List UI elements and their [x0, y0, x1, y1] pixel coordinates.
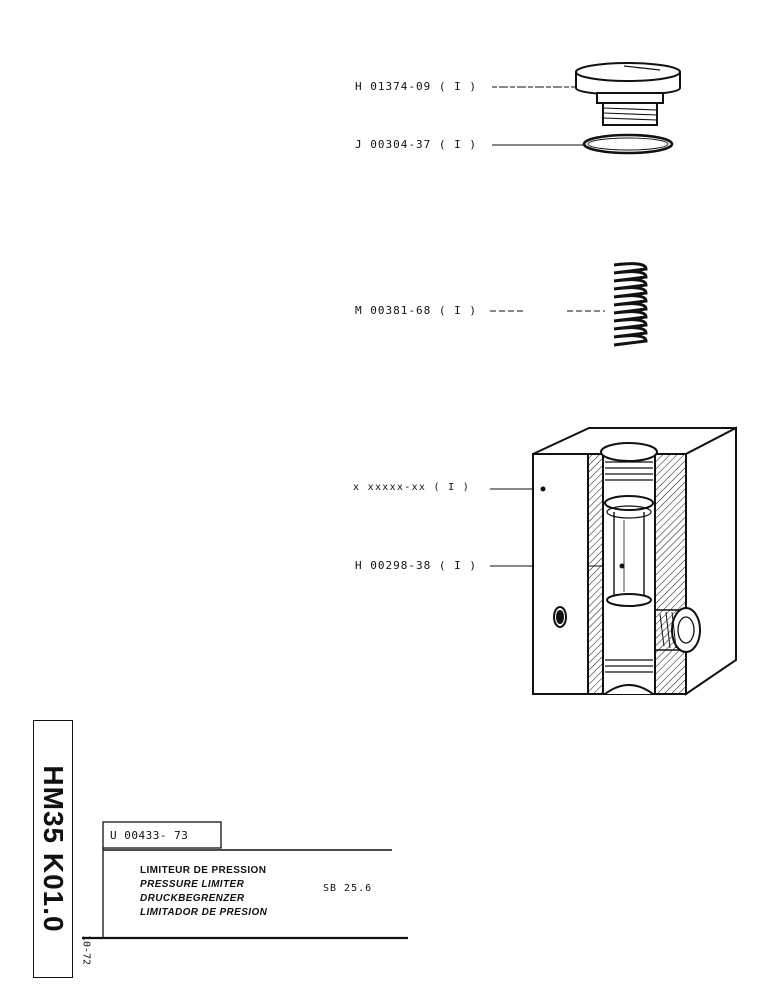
title-spanish: LIMITADOR DE PRESION: [140, 907, 268, 918]
reference-number: U 00433- 73: [110, 829, 189, 842]
part-label-body: x xxxxx-xx ( I ): [353, 482, 471, 493]
date-code: 10-72: [80, 934, 92, 966]
valve-body-icon: [532, 426, 737, 696]
title-french: LIMITEUR DE PRESSION: [140, 865, 267, 876]
model-code-box: HM35 K01.0: [33, 720, 73, 978]
title-german: DRUCKBEGRENZER: [140, 893, 245, 904]
part-label-cap: H 01374-09 ( I ): [355, 80, 477, 93]
part-label-seal: J 00304-37 ( I ): [355, 138, 477, 151]
sheet-code: SB 25.6: [323, 883, 373, 894]
model-code: HM35 K01.0: [38, 765, 69, 933]
threaded-plug-icon: [575, 62, 681, 126]
part-label-bore: H 00298-38 ( I ): [355, 559, 477, 572]
title-block-frame: [82, 821, 408, 940]
part-label-spring: M 00381-68 ( I ): [355, 304, 477, 317]
title-english: PRESSURE LIMITER: [140, 879, 245, 890]
o-ring-icon: [582, 133, 674, 155]
coil-spring-icon: [613, 262, 648, 347]
date-code-box: 10-72: [76, 930, 96, 970]
